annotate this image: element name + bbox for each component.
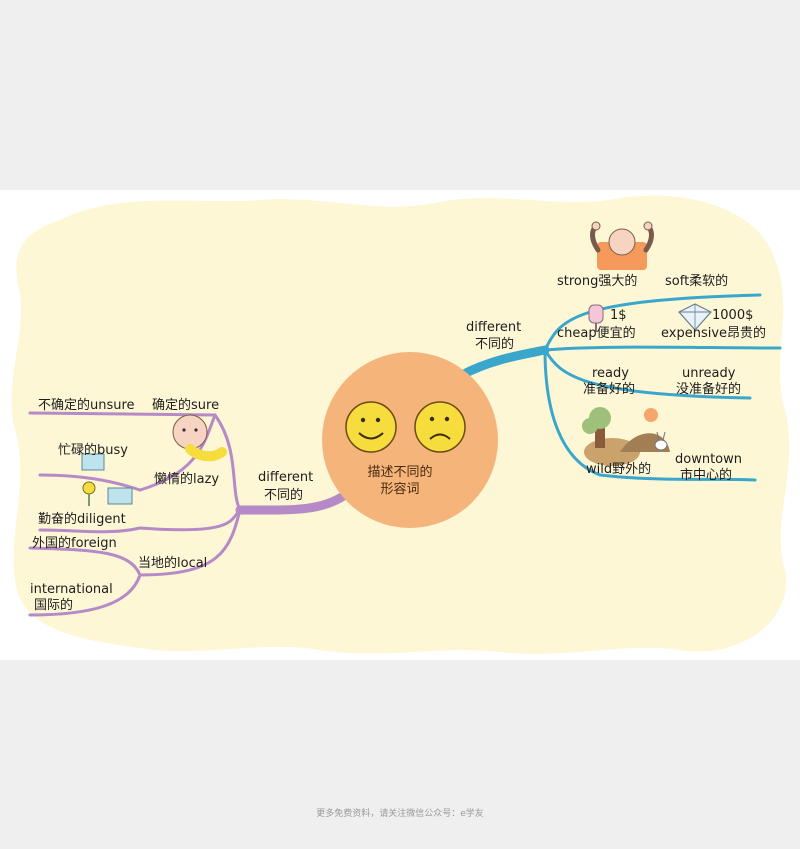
popsicle-icon bbox=[588, 304, 604, 332]
international-label: international bbox=[30, 582, 113, 597]
local-label: 当地的local bbox=[138, 556, 208, 571]
downtown-label: downtown bbox=[675, 452, 742, 467]
center-title-line1: 描述不同的 bbox=[367, 465, 433, 480]
right-different-label: different bbox=[466, 320, 522, 335]
unready-zh-label: 没准备好的 bbox=[676, 382, 742, 397]
sad-face-icon bbox=[414, 401, 466, 453]
diligent-workers-icon bbox=[81, 453, 133, 506]
mind-map-panel: 描述不同的 形容词 different 不同的 不确定的unsure 确定的su… bbox=[0, 190, 800, 660]
international-zh-label: 国际的 bbox=[34, 598, 74, 613]
ready-label: ready bbox=[592, 366, 629, 381]
happy-face-icon bbox=[345, 401, 397, 453]
right-branch-lines bbox=[457, 293, 782, 482]
busy-label: 忙碌的busy bbox=[58, 443, 128, 458]
lazy-label: 懒惰的lazy bbox=[154, 472, 220, 487]
expensive-label: expensive昂贵的 bbox=[661, 326, 767, 341]
rabbit-icon bbox=[654, 431, 668, 451]
diligent-label: 勤奋的diligent bbox=[38, 512, 126, 527]
footer-text: 更多免费资料，请关注微信公众号：e学友 bbox=[316, 809, 484, 819]
strong-label: strong强大的 bbox=[557, 274, 638, 289]
price-high-label: 1000$ bbox=[712, 308, 754, 323]
wild-label: wild野外的 bbox=[586, 462, 652, 477]
foreign-label: 外国的foreign bbox=[32, 536, 117, 551]
wild-scene-icon bbox=[582, 407, 670, 466]
right-different-zh-label: 不同的 bbox=[475, 337, 515, 352]
ready-zh-label: 准备好的 bbox=[583, 382, 636, 397]
center-title: 描述不同的 形容词 bbox=[340, 464, 460, 498]
cheap-label: cheap便宜的 bbox=[557, 326, 636, 341]
mind-map-canvas bbox=[11, 195, 790, 655]
diamond-icon bbox=[678, 303, 712, 331]
center-title-line2: 形容词 bbox=[380, 482, 420, 497]
sure-label: 确定的sure bbox=[152, 398, 220, 413]
lazy-person-icon bbox=[172, 414, 227, 462]
sun-icon bbox=[644, 408, 658, 422]
unready-label: unready bbox=[682, 366, 736, 381]
strong-person-icon bbox=[590, 221, 654, 270]
price-low-label: 1$ bbox=[610, 308, 627, 323]
downtown-zh-label: 市中心的 bbox=[680, 468, 733, 483]
center-circle bbox=[322, 352, 498, 528]
unsure-label: 不确定的unsure bbox=[38, 398, 135, 413]
left-different-label: different bbox=[258, 470, 314, 485]
soft-label: soft柔软的 bbox=[665, 274, 729, 289]
left-different-zh-label: 不同的 bbox=[264, 488, 304, 503]
